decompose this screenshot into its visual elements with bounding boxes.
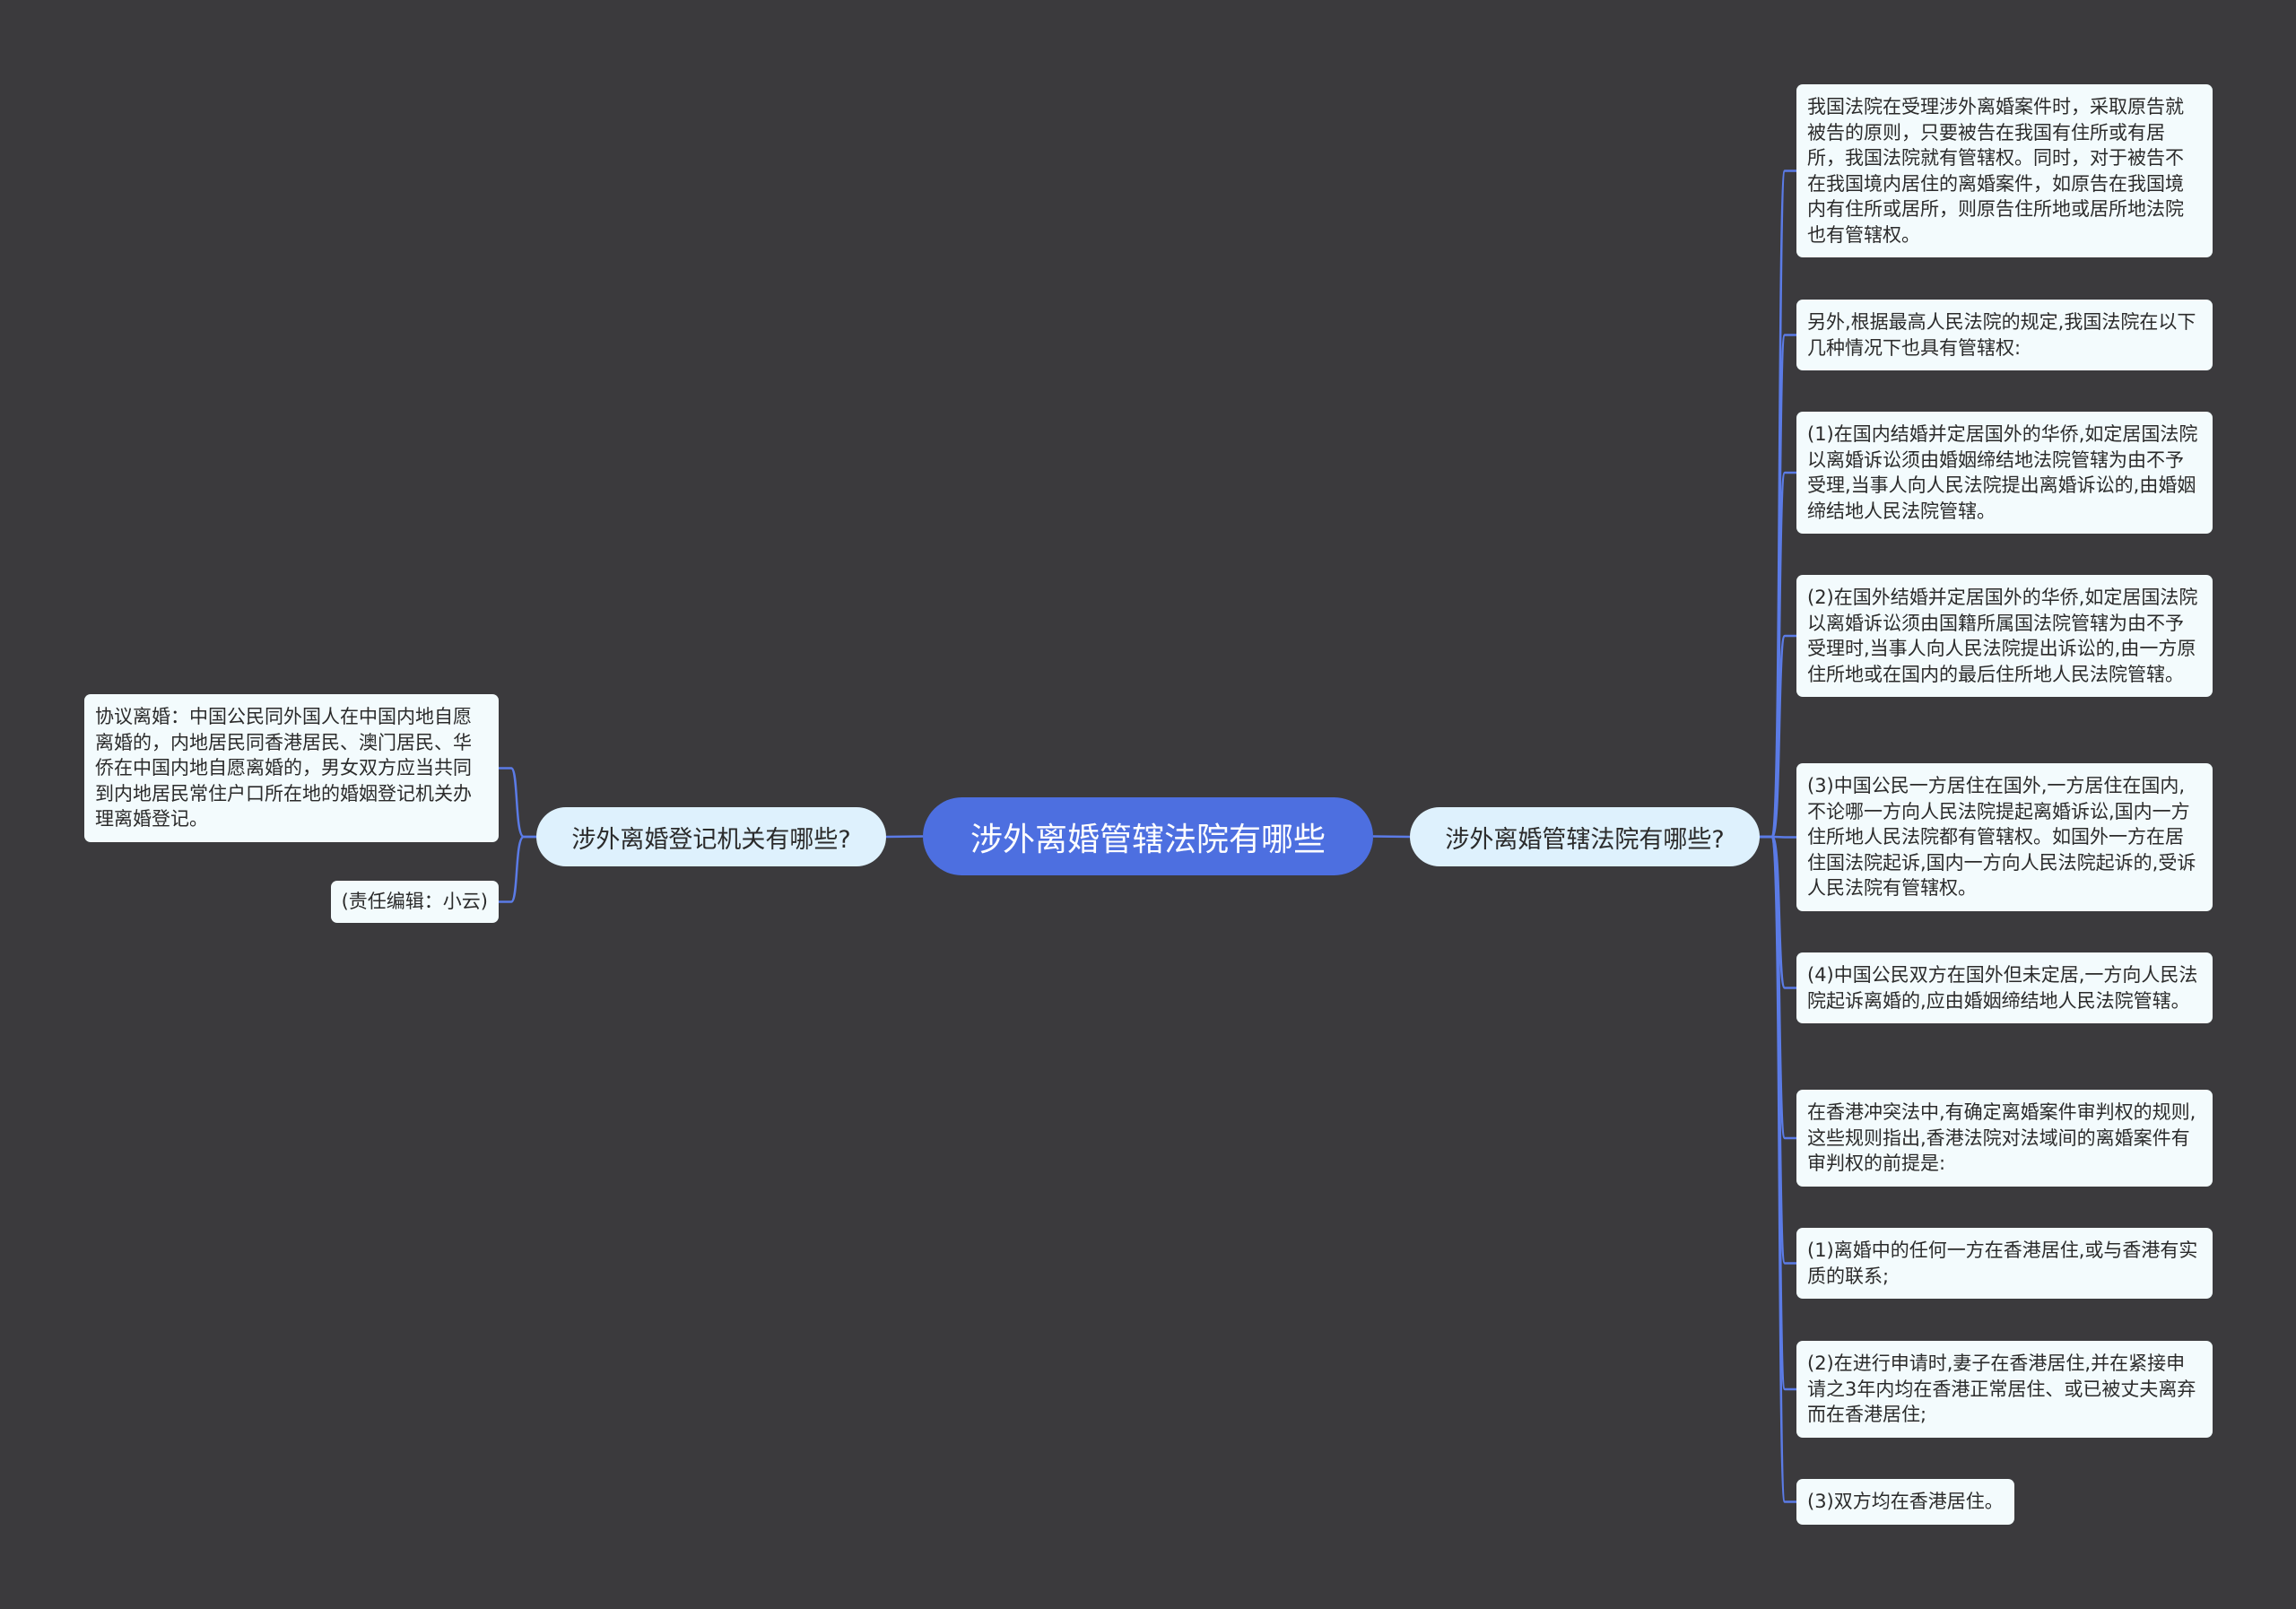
leaf-topic-editor-note[interactable]: (责任编辑：小云) <box>330 881 499 923</box>
connector-root-left <box>885 835 924 839</box>
connector-left-leaf <box>499 767 536 839</box>
leaf-topic-hongkong-rules[interactable]: 在香港冲突法中,有确定离婚案件审判权的规则,这些规则指出,香港法院对法域间的离婚… <box>1796 1090 2213 1187</box>
leaf-topic-text: 协议离婚：中国公民同外国人在中国内地自愿离婚的，内地居民同香港居民、澳门居民、华… <box>95 706 472 830</box>
connector-left-leaf <box>499 835 536 903</box>
leaf-topic-case-2[interactable]: (2)在国外结婚并定居国外的华侨,如定居国法院以离婚诉讼须由国籍所属国法院管辖为… <box>1796 575 2213 697</box>
leaf-topic-text: (3)双方均在香港居住。 <box>1807 1491 2004 1512</box>
root-topic[interactable]: 涉外离婚管辖法院有哪些 <box>923 797 1373 875</box>
branch-topic-label: 涉外离婚登记机关有哪些? <box>571 825 851 854</box>
branch-topic-registration[interactable]: 涉外离婚登记机关有哪些? <box>536 807 886 866</box>
leaf-topic-case-1[interactable]: (1)在国内结婚并定居国外的华侨,如定居国法院以离婚诉讼须由婚姻缔结地法院管辖为… <box>1796 412 2213 534</box>
connector-root-right <box>1372 835 1411 839</box>
leaf-topic-hongkong-1[interactable]: (1)离婚中的任何一方在香港居住,或与香港有实质的联系; <box>1796 1228 2213 1299</box>
leaf-topic-text: (2)在进行申请时,妻子在香港居住,并在紧接申请之3年内均在香港正常居住、或已被… <box>1807 1352 2196 1425</box>
leaf-topic-text: 在香港冲突法中,有确定离婚案件审判权的规则,这些规则指出,香港法院对法域间的离婚… <box>1807 1101 2196 1174</box>
leaf-topic-hongkong-2[interactable]: (2)在进行申请时,妻子在香港居住,并在紧接申请之3年内均在香港正常居住、或已被… <box>1796 1341 2213 1438</box>
connector-right-leaf <box>1760 634 1796 839</box>
leaf-topic-text: (3)中国公民一方居住在国外,一方居住在国内,不论哪一方向人民法院提起离婚诉讼,… <box>1807 775 2196 899</box>
leaf-topic-principle[interactable]: 我国法院在受理涉外离婚案件时，采取原告就被告的原则，只要被告在我国有住所或有居所… <box>1796 84 2213 257</box>
leaf-topic-case-3[interactable]: (3)中国公民一方居住在国外,一方居住在国内,不论哪一方向人民法院提起离婚诉讼,… <box>1796 763 2213 911</box>
leaf-topic-text: (4)中国公民双方在国外但未定居,一方向人民法院起诉离婚的,应由婚姻缔结地人民法… <box>1807 964 2198 1012</box>
branch-topic-jurisdiction[interactable]: 涉外离婚管辖法院有哪些? <box>1410 807 1760 866</box>
leaf-topic-text: 另外,根据最高人民法院的规定,我国法院在以下几种情况下也具有管辖权: <box>1807 311 2196 359</box>
leaf-topic-text: 我国法院在受理涉外离婚案件时，采取原告就被告的原则，只要被告在我国有住所或有居所… <box>1807 96 2184 246</box>
leaf-topic-text: (1)在国内结婚并定居国外的华侨,如定居国法院以离婚诉讼须由婚姻缔结地法院管辖为… <box>1807 423 2198 522</box>
leaf-topic-case-4[interactable]: (4)中国公民双方在国外但未定居,一方向人民法院起诉离婚的,应由婚姻缔结地人民法… <box>1796 952 2213 1023</box>
leaf-topic-text: (责任编辑：小云) <box>341 891 488 912</box>
leaf-topic-supreme-court[interactable]: 另外,根据最高人民法院的规定,我国法院在以下几种情况下也具有管辖权: <box>1796 300 2213 370</box>
leaf-topic-agreement-divorce[interactable]: 协议离婚：中国公民同外国人在中国内地自愿离婚的，内地居民同香港居民、澳门居民、华… <box>84 694 499 842</box>
leaf-topic-hongkong-3[interactable]: (3)双方均在香港居住。 <box>1796 1479 2014 1525</box>
leaf-topic-text: (1)离婚中的任何一方在香港居住,或与香港有实质的联系; <box>1807 1239 2198 1287</box>
leaf-topic-text: (2)在国外结婚并定居国外的华侨,如定居国法院以离婚诉讼须由国籍所属国法院管辖为… <box>1807 587 2198 685</box>
root-topic-label: 涉外离婚管辖法院有哪些 <box>970 821 1326 858</box>
connector-right-leaf <box>1760 835 1796 1503</box>
branch-topic-label: 涉外离婚管辖法院有哪些? <box>1445 825 1725 854</box>
